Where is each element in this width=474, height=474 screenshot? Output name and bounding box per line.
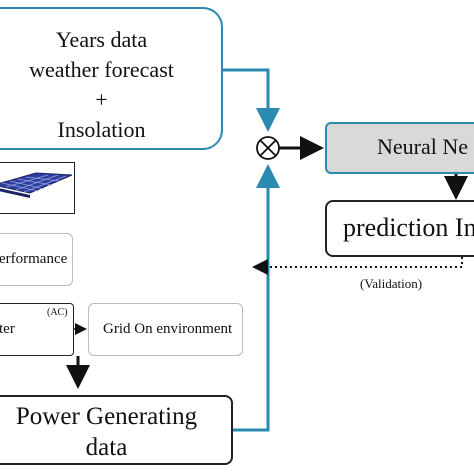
circle-cross-icon	[256, 136, 280, 160]
power-generating-data-box: Power Generating data	[0, 395, 233, 465]
years-line-3: +	[95, 87, 108, 112]
performance-label: erformance	[0, 251, 68, 267]
inverter-label: ter	[0, 321, 15, 337]
neural-network-box: Neural Ne	[325, 122, 474, 174]
power-generating-text: Power Generating data	[0, 401, 231, 463]
years-data-box: Years data weather forecast + Insolation	[0, 7, 223, 150]
validation-feedback-arrow	[252, 257, 463, 275]
power-line-1: Power Generating	[15, 403, 198, 430]
grid-on-environment-box: Grid On environment	[88, 303, 243, 356]
years-to-combiner-arrow	[223, 68, 280, 132]
inverter-box: (AC) ter	[0, 303, 74, 356]
grid-on-environment-label: Grid On environment	[103, 321, 233, 337]
neural-network-label: Neural Ne	[377, 134, 469, 159]
prediction-box: prediction In	[325, 200, 474, 257]
years-line-2: weather forecast	[29, 57, 174, 82]
inverter-ac-superscript: (AC)	[47, 307, 68, 318]
prediction-label: prediction In	[343, 213, 474, 242]
solar-panel-icon	[0, 172, 73, 198]
years-line-1: Years data	[55, 27, 148, 52]
power-line-2: data	[85, 434, 128, 461]
validation-label: (Validation)	[360, 276, 423, 291]
solar-panel-image	[0, 162, 75, 214]
power-to-combiner-arrow	[233, 164, 280, 432]
years-line-4: Insolation	[57, 117, 146, 142]
performance-box: erformance	[0, 233, 73, 286]
years-data-text: Years data weather forecast + Insolation	[0, 25, 221, 145]
